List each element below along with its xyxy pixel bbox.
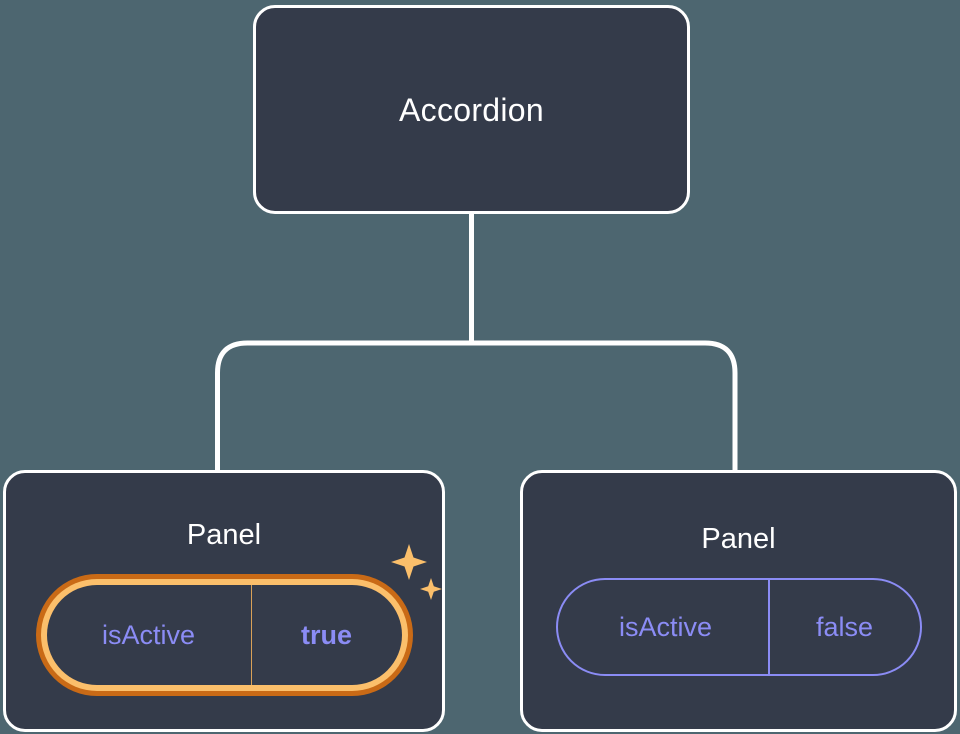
prop-value-true: true <box>300 619 352 650</box>
prop-value-false: false <box>815 611 874 642</box>
prop-key-isactive: isActive <box>47 585 252 685</box>
node-panel-active-title: Panel <box>186 519 262 551</box>
prop-key-isactive: isActive <box>558 580 770 674</box>
prop-pill-inactive-wrap: isActive false <box>555 578 922 676</box>
prop-pill-active-body: isActive true <box>46 585 402 685</box>
node-panel-inactive[interactable]: Panel isActive false <box>520 470 957 732</box>
edge-branch-bar <box>215 340 738 470</box>
node-accordion-title: Accordion <box>399 91 544 128</box>
node-panel-active[interactable]: Panel isActive true <box>3 470 445 732</box>
prop-pill-active[interactable]: isActive true <box>35 574 413 696</box>
prop-pill-inactive[interactable]: isActive false <box>555 578 922 676</box>
prop-pill-active-wrap: isActive true <box>35 544 442 696</box>
node-panel-inactive-title: Panel <box>701 523 776 555</box>
prop-pill-active-ring: isActive true <box>40 579 408 691</box>
node-accordion[interactable]: Accordion <box>253 5 690 214</box>
